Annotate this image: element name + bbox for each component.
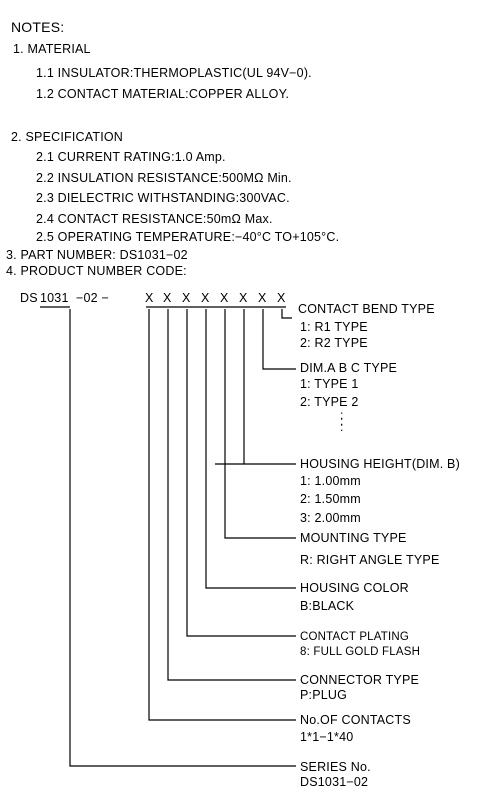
callout-dim-type-ellipsis: ::: (340, 408, 344, 434)
spec-item-dielectric: 2.3 DIELECTRIC WITHSTANDING:300VAC. (36, 191, 290, 205)
material-item-contact: 1.2 CONTACT MATERIAL:COPPER ALLOY. (36, 87, 290, 101)
leader-connector (167, 309, 296, 681)
callout-plating-line: 8: FULL GOLD FLASH (300, 646, 421, 658)
spec-item-insulation: 2.2 INSULATION RESISTANCE:500MΩ Min. (36, 171, 292, 185)
code-x-mark: X (239, 291, 248, 305)
callout-housing-height-title: HOUSING HEIGHT(DIM. B) (300, 457, 460, 471)
callout-connector-line: P:PLUG (300, 688, 348, 702)
callout-series-title: SERIES No. (300, 760, 371, 774)
code-prefix: DS (20, 291, 38, 305)
product-code-heading: 4. PRODUCT NUMBER CODE: (6, 264, 187, 278)
callout-housing-color-title: HOUSING COLOR (300, 581, 409, 595)
leader-contact-bend (281, 309, 292, 319)
code-x-mark: X (258, 291, 267, 305)
code-x-mark: X (163, 291, 172, 305)
callout-dim-type-title: DIM.A B C TYPE (300, 361, 398, 375)
leader-series (69, 309, 296, 767)
callout-mounting-line: R: RIGHT ANGLE TYPE (300, 553, 440, 567)
specification-heading: 2. SPECIFICATION (11, 130, 124, 144)
code-suffix: −02 − (76, 291, 109, 305)
callout-mounting-title: MOUNTING TYPE (300, 531, 407, 545)
callout-plating-title: CONTACT PLATING (300, 631, 410, 643)
callout-connector-title: CONNECTOR TYPE (300, 673, 420, 687)
callout-dim-type-line: 2: TYPE 2 (300, 395, 359, 409)
callout-contacts-title: No.OF CONTACTS (300, 713, 411, 727)
part-number-line: 3. PART NUMBER: DS1031−02 (6, 248, 188, 262)
code-x-mark: X (220, 291, 229, 305)
leader-mounting (224, 309, 296, 539)
spec-item-temperature: 2.5 OPERATING TEMPERATURE:−40°C TO+105°C… (36, 230, 340, 244)
callout-contact-bend-title: CONTACT BEND TYPE (298, 302, 435, 316)
callout-contact-bend-line: 2: R2 TYPE (300, 336, 368, 350)
leader-plating (186, 309, 296, 637)
callout-dim-type-line: 1: TYPE 1 (300, 377, 359, 391)
callout-contact-bend-line: 1: R1 TYPE (300, 320, 368, 334)
code-series: 1031 (40, 291, 69, 305)
callout-series-line: DS1031−02 (300, 775, 369, 789)
callout-housing-height-line: 2: 1.50mm (300, 492, 361, 506)
code-x-mark: X (201, 291, 210, 305)
spec-item-resistance: 2.4 CONTACT RESISTANCE:50mΩ Max. (36, 212, 273, 226)
leader-housing-color (205, 309, 296, 589)
material-heading: 1. MATERIAL (13, 42, 91, 56)
callout-housing-height-line: 1: 1.00mm (300, 474, 361, 488)
leader-contacts (148, 309, 296, 721)
code-x-mark: X (277, 291, 286, 305)
code-x-mark: X (145, 291, 154, 305)
spec-item-current: 2.1 CURRENT RATING:1.0 Amp. (36, 150, 226, 164)
leader-dim-type (262, 309, 296, 370)
callout-housing-height-line: 3: 2.00mm (300, 511, 361, 525)
callout-contacts-line: 1*1−1*40 (300, 730, 354, 744)
code-x-mark: X (182, 291, 191, 305)
callout-housing-color-line: B:BLACK (300, 599, 355, 613)
leader-housing-height (243, 309, 296, 465)
material-item-insulator: 1.1 INSULATOR:THERMOPLASTIC(UL 94V−0). (36, 66, 312, 80)
notes-title: NOTES: (11, 19, 65, 35)
